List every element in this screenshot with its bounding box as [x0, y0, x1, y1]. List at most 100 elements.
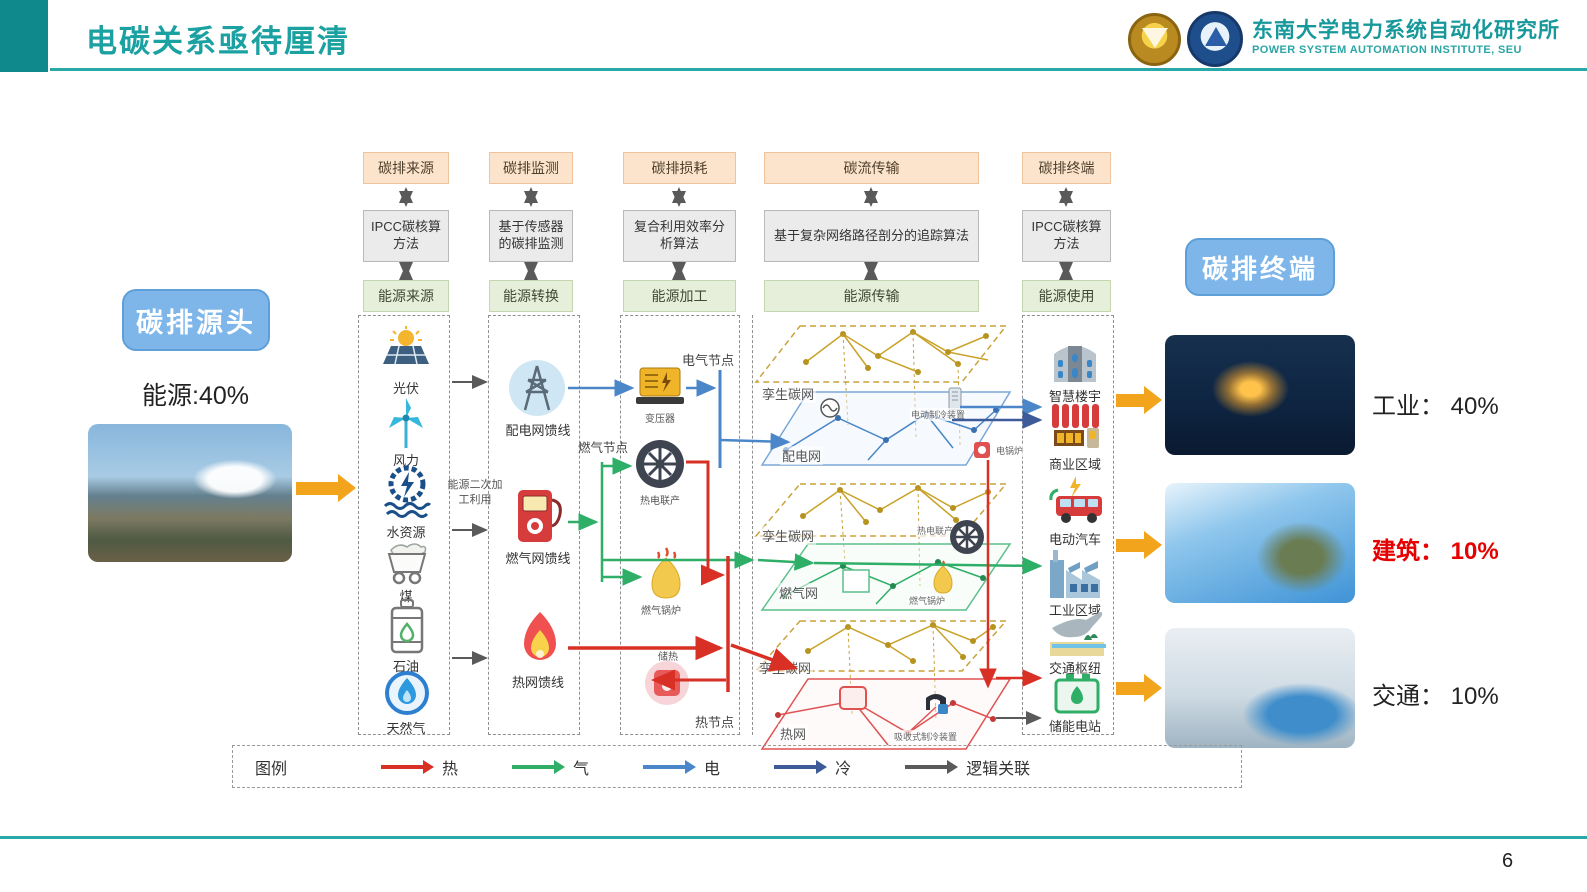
- legend-item-heat: 热: [381, 755, 458, 779]
- smart-building-icon: [1054, 346, 1096, 382]
- grid-feeder-label: 配电网馈线: [505, 423, 571, 438]
- gas-boiler-icon: [651, 547, 681, 599]
- transformer-label: 变压器: [645, 414, 675, 425]
- source-share: 能源:40%: [142, 382, 249, 410]
- transport-share: 交通： 10%: [1372, 683, 1499, 710]
- legend-item-cooling: 冷: [774, 755, 851, 779]
- institute-badge-icon: [1187, 11, 1243, 67]
- gas-boiler-small-icon: [933, 560, 953, 594]
- solar-pv-icon: [383, 326, 429, 365]
- oil-barrel-icon: [390, 599, 424, 654]
- heat-storage-label: 储热: [658, 652, 678, 663]
- transformer-icon: [636, 367, 684, 404]
- industry-photo: [1165, 335, 1355, 455]
- industry-share: 工业： 40%: [1372, 393, 1499, 420]
- coal-cart-icon: [387, 543, 427, 585]
- heat-feeder-icon: [524, 612, 556, 660]
- grid-feeder-icon: [509, 360, 565, 416]
- gas-feeder-label: 燃气网馈线: [505, 551, 571, 566]
- commercial-area-label: 商业区域: [1048, 457, 1101, 472]
- method-sensor: 基于传感器的碳排监测: [489, 210, 573, 262]
- gas-arrow-icon: [512, 759, 566, 774]
- elec-cooling-label: 电动制冷装置: [910, 408, 967, 421]
- power-net-label: 配电网: [780, 446, 824, 465]
- building-share: 建筑： 10%: [1372, 538, 1499, 565]
- energy-stage-transmit: 能源传输: [764, 280, 979, 312]
- institute-name-en: POWER SYSTEM AUTOMATION INSTITUTE, SEU: [1252, 44, 1522, 56]
- energy-stage-process: 能源加工: [623, 280, 736, 312]
- construction-photo: [1165, 483, 1355, 603]
- gas-net-label: 燃气网: [777, 583, 821, 602]
- terminal-arrow-transport: [1116, 674, 1162, 702]
- method-ipcc-2: IPCC碳核算方法: [1022, 210, 1111, 262]
- legend-item-logic: 逻辑关联: [905, 755, 1030, 779]
- institute-name-cn: 东南大学电力系统自动化研究所: [1252, 19, 1560, 42]
- power-plant-photo: [88, 424, 292, 562]
- legend: 图例 热 气 电 冷 逻辑关联: [232, 745, 1242, 788]
- energy-stage-source: 能源来源: [363, 280, 449, 312]
- gas-feeder-icon: [518, 490, 562, 542]
- gas-boiler-net-label: 燃气锅炉: [908, 594, 947, 607]
- terminal-arrow-industry: [1116, 386, 1162, 414]
- column-transmission-edge: [752, 315, 753, 735]
- water-resource-label: 水资源: [386, 525, 426, 540]
- chp-net-label: 热电联产: [916, 524, 955, 537]
- header-divider: [50, 68, 1587, 71]
- source-label: 碳排源头: [122, 289, 270, 351]
- cooling-arrow-icon: [774, 759, 828, 774]
- hydro-power-icon: [383, 465, 431, 518]
- method-ipcc-1: IPCC碳核算方法: [363, 210, 449, 262]
- transport-hub-icon: [1050, 612, 1106, 656]
- ev-icon: [1049, 476, 1102, 523]
- natural-gas-label: 天然气: [386, 721, 426, 736]
- twin-carbon-net-label-1: 孪生碳网: [760, 384, 817, 403]
- electric-node-label: 电气节点: [682, 353, 735, 368]
- legend-item-gas: 气: [512, 755, 589, 779]
- method-efficiency: 复合利用效率分析算法: [623, 210, 736, 262]
- column-energy-processing: [620, 315, 740, 735]
- chp-label: 热电联产: [640, 496, 680, 507]
- commercial-area-icon: [1052, 404, 1099, 448]
- twin-carbon-net-label-3: 孪生碳网: [757, 658, 814, 677]
- energy-stage-use: 能源使用: [1022, 280, 1111, 312]
- legend-title: 图例: [255, 760, 288, 778]
- heat-network-diagram: [754, 620, 1012, 750]
- absorption-chiller-label: 吸收式制冷装置: [893, 730, 959, 743]
- heat-arrow-icon: [381, 759, 435, 774]
- terminal-label: 碳排终端: [1185, 238, 1335, 296]
- carbon-stage-transmission: 碳流传输: [764, 152, 979, 184]
- secondary-processing-note: 能源二次加工利用: [447, 479, 503, 507]
- carbon-stage-terminal: 碳排终端: [1022, 152, 1111, 184]
- oil-label: 石油: [392, 659, 419, 674]
- gas-boiler-label: 燃气锅炉: [641, 606, 681, 617]
- energy-stage-convert: 能源转换: [489, 280, 573, 312]
- elec-boiler-icon: [974, 442, 990, 458]
- industrial-area-label: 工业区域: [1048, 603, 1101, 618]
- column-energy-sources: [358, 315, 450, 735]
- header-accent-block: [0, 0, 48, 72]
- natural-gas-icon: [385, 671, 429, 715]
- legend-item-electricity: 电: [643, 755, 720, 779]
- carbon-stage-source: 碳排来源: [363, 152, 449, 184]
- elec-boiler-label: 电锅炉: [995, 444, 1025, 457]
- carbon-stage-loss: 碳排损耗: [623, 152, 736, 184]
- solar-pv-label: 光伏: [392, 381, 419, 396]
- method-tracking: 基于复杂网络路径剖分的追踪算法: [764, 210, 979, 262]
- source-flow-arrow: [296, 474, 356, 502]
- twin-carbon-net-label-2: 孪生碳网: [760, 526, 817, 545]
- wind-power-label: 风力: [392, 453, 419, 468]
- chp-wheel-small-icon: [950, 520, 984, 554]
- heat-node-label: 热节点: [695, 715, 735, 730]
- industrial-area-icon: [1050, 550, 1100, 598]
- wind-turbine-icon: [389, 398, 423, 448]
- page-title: 电碳关系亟待厘清: [86, 24, 350, 59]
- column-energy-use: [1022, 315, 1114, 735]
- seu-badge-icon: [1128, 13, 1181, 66]
- storage-station-label: 储能电站: [1048, 719, 1101, 734]
- absorption-chiller-icon: [926, 694, 948, 714]
- logic-arrow-icon: [905, 759, 959, 774]
- terminal-arrow-building: [1116, 531, 1162, 559]
- heat-storage-icon: [645, 661, 689, 705]
- heat-feeder-label: 热网馈线: [511, 675, 564, 690]
